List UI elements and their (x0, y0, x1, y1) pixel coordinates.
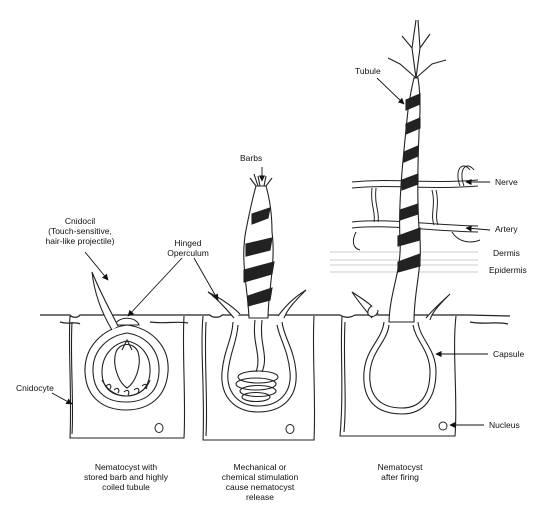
label-capsule: Capsule (493, 349, 525, 359)
caption-stage1: Nematocyst with stored barb and highly c… (83, 462, 169, 492)
label-hinged-operculum: Hinged Operculum (167, 238, 209, 258)
label-dermis: Dermis (493, 248, 520, 258)
label-artery: Artery (495, 224, 518, 234)
leader-arrows (51, 77, 491, 429)
caption-stage2: Mechanical or chemical stimulation cause… (221, 462, 299, 502)
capsule-stage2 (207, 289, 307, 413)
capsule-stage1 (84, 271, 169, 411)
label-barbs: Barbs (240, 153, 263, 163)
caption-stage3: Nematocyst after firing (377, 462, 423, 482)
nuclei (154, 421, 448, 434)
cell-outlines (68, 315, 457, 441)
label-tubule: Tubule (355, 66, 381, 76)
label-epidermis: Epidermis (489, 265, 527, 275)
tubule-stage2 (243, 173, 275, 319)
label-nucleus: Nucleus (489, 420, 520, 430)
tubule-stage3 (387, 19, 447, 323)
label-cnidocyte: Cnidocyte (16, 383, 54, 393)
label-cnidocil: Cnidocil (Touch-sensitive, hair-like pro… (45, 216, 115, 246)
capsule-stage3 (351, 291, 451, 415)
label-nerve: Nerve (495, 177, 518, 187)
